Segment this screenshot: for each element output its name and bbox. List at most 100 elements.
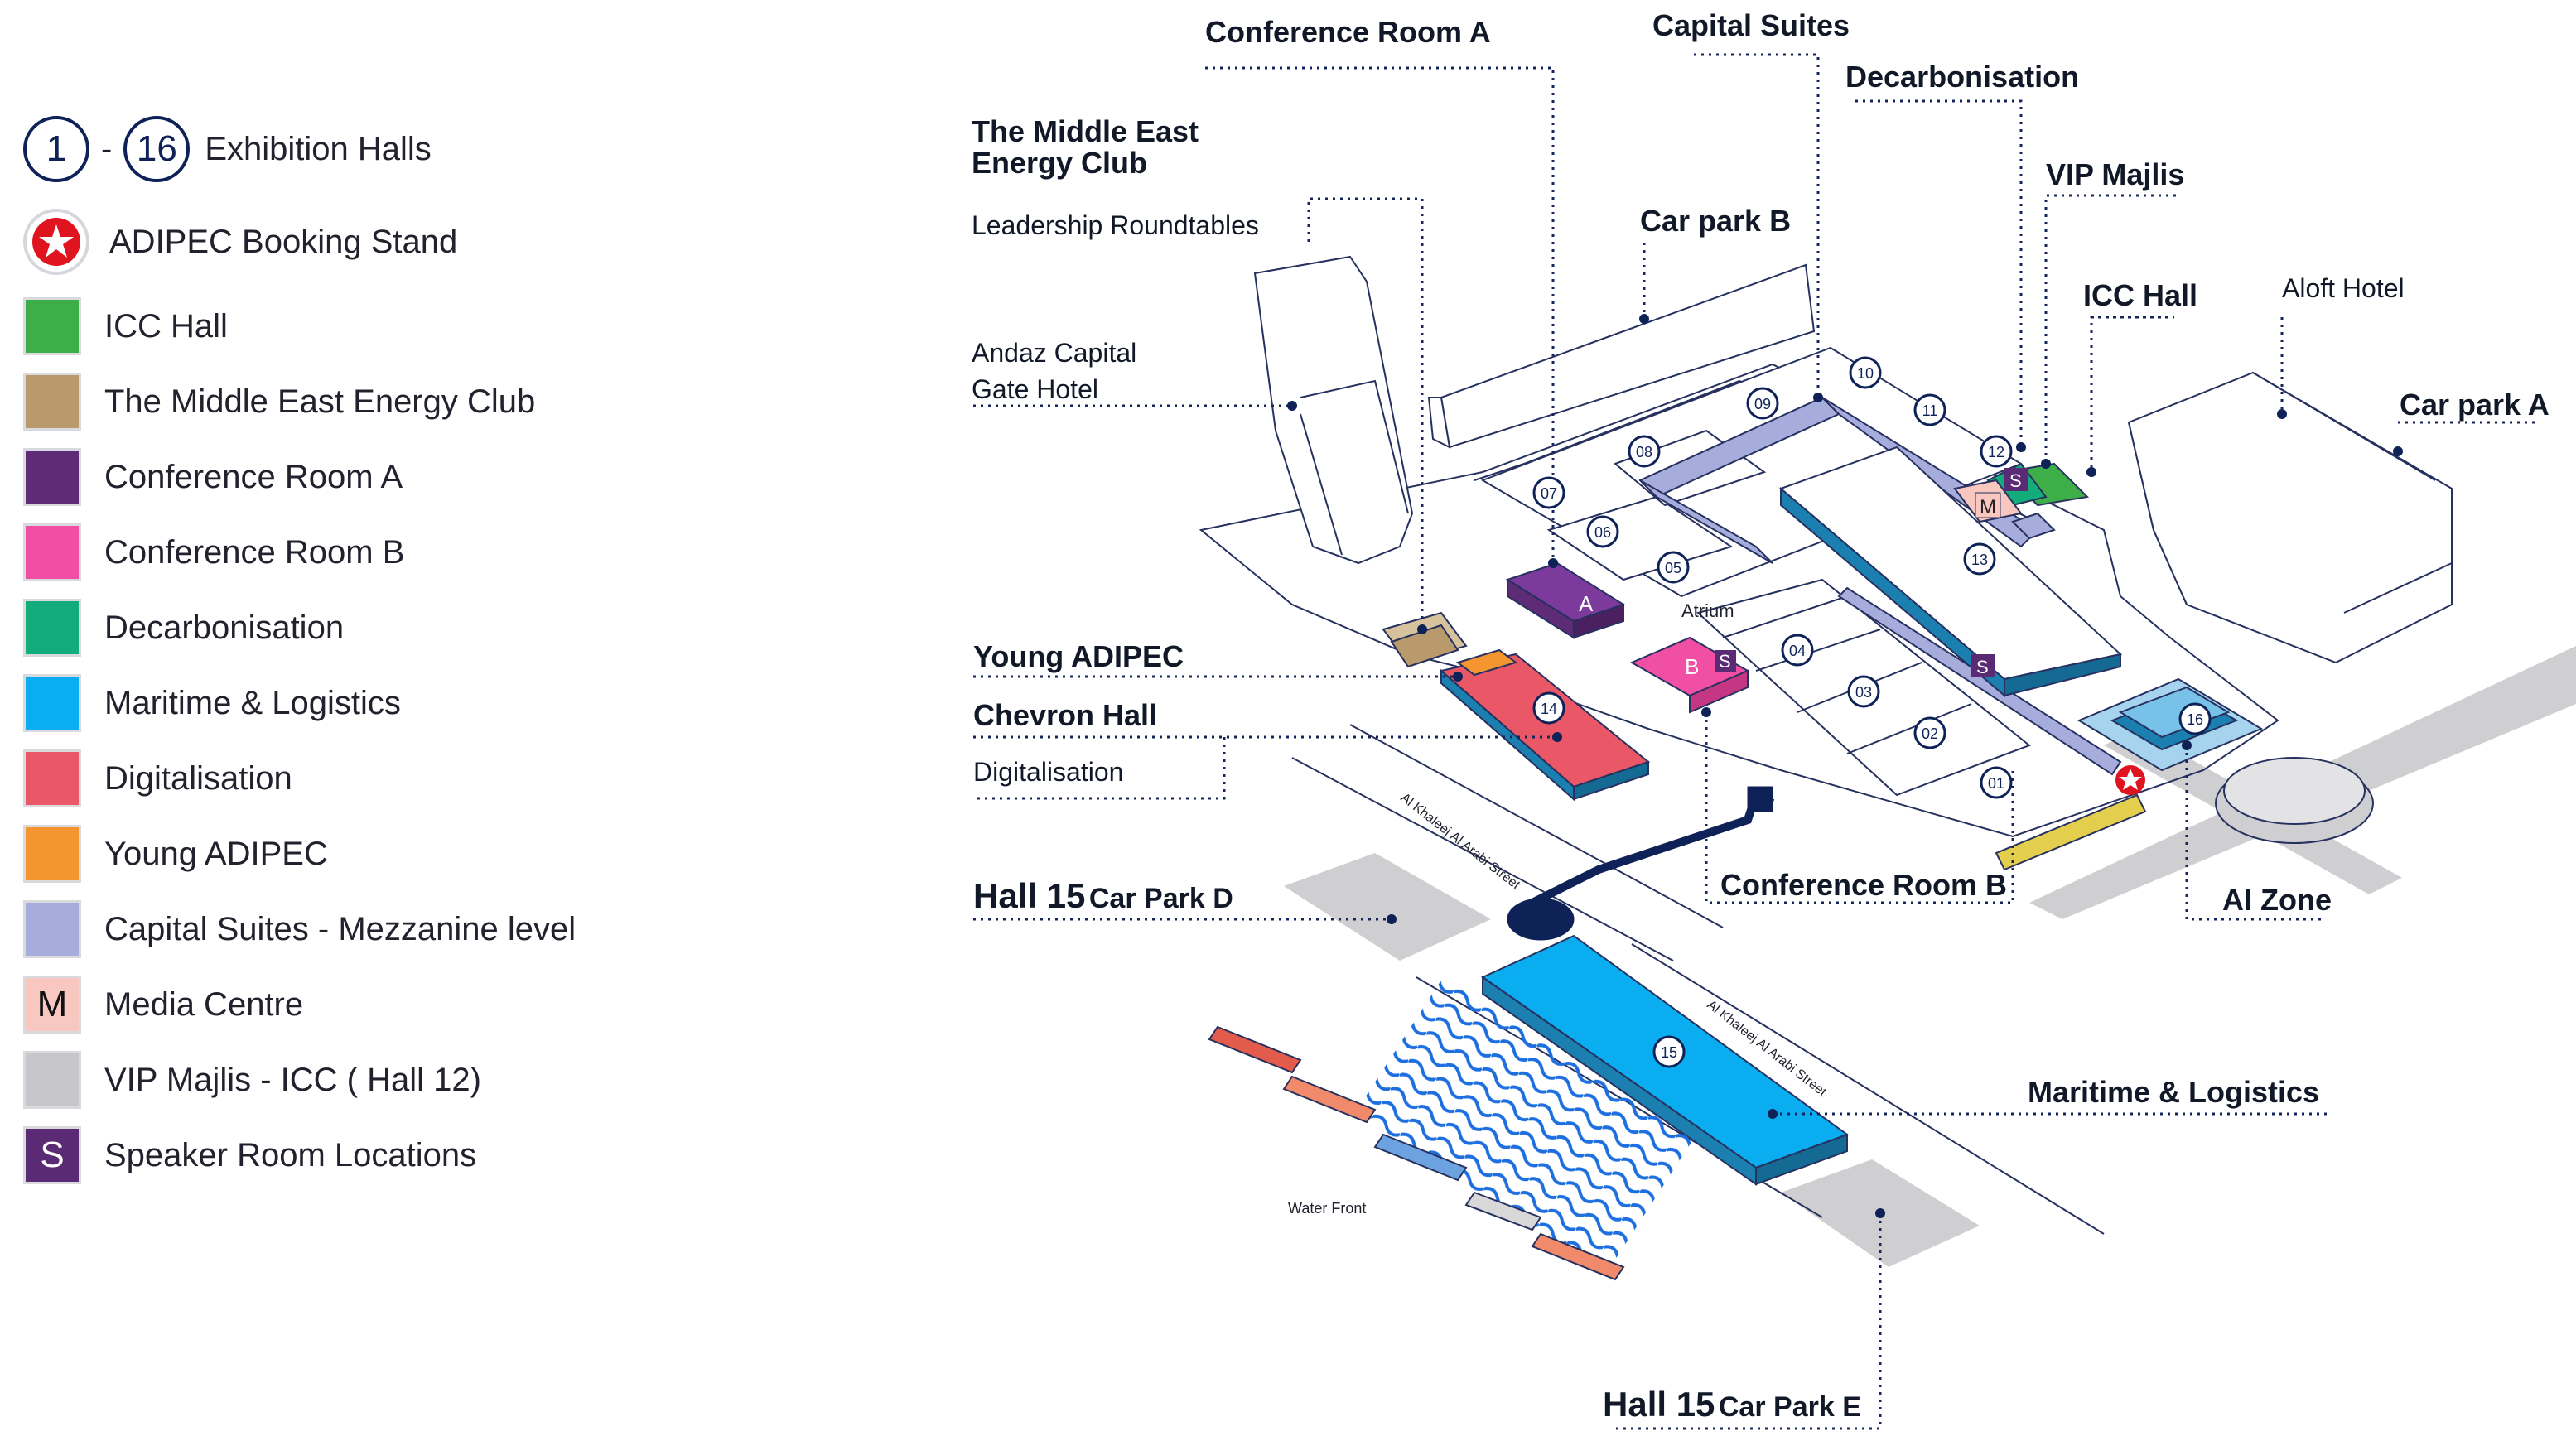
callout-car-park-suffix: Car Park D xyxy=(1088,883,1233,914)
callout-aloft-hotel: Aloft Hotel xyxy=(2282,273,2405,303)
legend-label: The Middle East Energy Club xyxy=(104,383,536,420)
legend-swatch: M xyxy=(23,976,81,1034)
legend-row: Conference Room A xyxy=(23,446,403,508)
legend-label: ADIPEC Booking Stand xyxy=(109,223,458,260)
legend-swatch xyxy=(23,825,81,883)
speaker-room-letter: S xyxy=(2009,470,2022,491)
hall-to: 16 xyxy=(136,128,177,169)
legend-row: Capital Suites - Mezzanine level xyxy=(23,898,576,961)
callout-chevron-hall: Chevron Hall xyxy=(973,698,1158,732)
legend-swatch xyxy=(23,523,81,581)
legend-row: M Media Centre xyxy=(23,973,303,1036)
andaz-hotel-building xyxy=(1253,255,1414,565)
legend-row: Conference Room B xyxy=(23,521,404,584)
callout-conference-room-b: Conference Room B xyxy=(1720,868,2008,902)
legend-label: VIP Majlis - ICC ( Hall 12) xyxy=(104,1061,481,1098)
hall-number-label: 05 xyxy=(1665,560,1681,576)
hall-number-circle xyxy=(1652,1035,1686,1068)
callout-hall15-car-park-e: Hall 15 Car Park E xyxy=(1603,1385,1861,1424)
legend-swatch: S xyxy=(23,1126,81,1184)
hall-number-circle xyxy=(1849,356,1882,389)
legend-swatch xyxy=(23,448,81,506)
yellow-strip xyxy=(1995,793,2147,871)
hall-number-circle xyxy=(1746,387,1779,420)
hall-number-label: 14 xyxy=(1541,701,1557,717)
legend-swatch xyxy=(23,749,81,807)
legend-dash: - xyxy=(101,130,113,167)
callout-car-park-a: Car park A xyxy=(2400,388,2549,422)
hall-number-label: 16 xyxy=(2187,711,2203,728)
callout-vip-majlis: VIP Majlis xyxy=(2046,157,2185,191)
callout-digitalisation: Digitalisation xyxy=(973,757,1124,787)
callout-hall15-car-park-d: Hall 15 Car Park D xyxy=(973,876,1233,916)
booking-star-icon xyxy=(23,209,89,275)
callout-car-park-b: Car park B xyxy=(1640,204,1792,238)
hall-number-label: 06 xyxy=(1594,524,1611,541)
legend-swatch xyxy=(23,674,81,732)
ai-zone-dome xyxy=(2215,757,2374,844)
hall-number-label: 02 xyxy=(1922,725,1938,742)
callout-maritime-logistics: Maritime & Logistics xyxy=(2028,1075,2320,1109)
hall-number-circle xyxy=(1586,515,1619,548)
legend-label: Decarbonisation xyxy=(104,609,345,646)
callout-capital-suites: Capital Suites xyxy=(1652,8,1850,42)
legend-label: ICC Hall xyxy=(104,307,228,345)
hall-number-label: 10 xyxy=(1857,365,1874,382)
legend-label: Media Centre xyxy=(104,985,304,1023)
speaker-room-letter: S xyxy=(1976,657,1989,677)
hall-number-label: 09 xyxy=(1754,396,1771,412)
legend-swatch xyxy=(23,599,81,657)
callout-middle-east-club-line1: The Middle East xyxy=(972,114,1199,148)
legend-row-exhibition-halls: 1 - 16 Exhibition Halls xyxy=(23,116,432,182)
legend-row: Maritime & Logistics xyxy=(23,672,401,735)
hall-number-label: 15 xyxy=(1661,1044,1677,1061)
hall-number-circle xyxy=(1532,476,1565,509)
callout-leadership: Leadership Roundtables xyxy=(972,210,1259,240)
hall-from: 1 xyxy=(46,128,67,169)
hall-number-circle xyxy=(1628,435,1661,468)
legend-swatch xyxy=(23,900,81,958)
hall-number-label: 11 xyxy=(1922,402,1938,419)
legend-row: Young ADIPEC xyxy=(23,822,328,885)
room-b-letter: B xyxy=(1685,654,1699,679)
hall-number-circle xyxy=(1657,551,1690,584)
legend-label: Conference Room B xyxy=(104,533,405,571)
legend-label: Exhibition Halls xyxy=(205,130,432,167)
media-centre-letter: M xyxy=(1980,496,1996,518)
hall-number-label: 08 xyxy=(1636,444,1652,460)
hall-number-circle xyxy=(1532,691,1565,725)
hall-14-building xyxy=(1439,648,1651,802)
legend-row: ICC Hall xyxy=(23,295,228,358)
hall-number-label: 03 xyxy=(1855,684,1872,701)
hall-number-label: 07 xyxy=(1541,485,1557,502)
legend-row: The Middle East Energy Club xyxy=(23,370,535,433)
conference-room-b-block xyxy=(1629,636,1750,714)
hall-number-circle xyxy=(2178,702,2212,735)
legend-row-booking-stand: ADIPEC Booking Stand xyxy=(23,209,458,275)
hall-number-circle xyxy=(1781,634,1814,667)
ships xyxy=(1208,1025,1625,1281)
room-letter-markers: A B S M S S xyxy=(1579,468,2028,679)
speaker-room-letter: S xyxy=(1719,651,1731,672)
middle-east-energy-club-block xyxy=(1382,611,1468,668)
callout-conference-room-a: Conference Room A xyxy=(1205,15,1491,49)
callout-icc-hall: ICC Hall xyxy=(2083,278,2198,312)
room-a-letter: A xyxy=(1579,591,1594,616)
legend-row: VIP Majlis - ICC ( Hall 12) xyxy=(23,1048,481,1111)
legend-row: Decarbonisation xyxy=(23,596,344,659)
callout-middle-east-club-line2: Energy Club xyxy=(972,146,1148,180)
hall-number-circle xyxy=(1963,542,1996,576)
legend-label: Conference Room A xyxy=(104,458,403,495)
callout-hall15-prefix: Hall 15 xyxy=(1603,1385,1715,1424)
aloft-hotel-building xyxy=(2127,371,2453,664)
hall-number-circle xyxy=(1980,766,2013,799)
hall-13-building xyxy=(1779,446,2123,698)
legend-label: Capital Suites - Mezzanine level xyxy=(104,910,576,947)
legend-swatch xyxy=(23,297,81,355)
hall-number-label: 01 xyxy=(1988,775,2004,792)
legend-label: Young ADIPEC xyxy=(104,835,328,872)
